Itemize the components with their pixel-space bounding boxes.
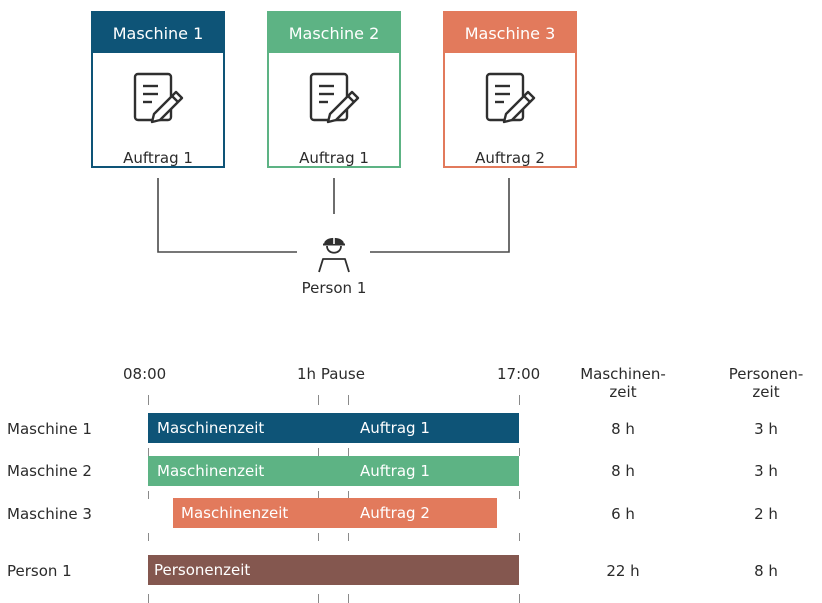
machine-time-header-line-2: zeit	[609, 383, 637, 401]
machine-card-1: Maschine 1 Auftrag 1	[91, 11, 225, 168]
tick-line-start	[148, 594, 149, 603]
tick-line-end	[519, 594, 520, 603]
worker-hardhat-icon	[318, 236, 350, 273]
tick-line-pause-end	[348, 594, 349, 603]
tick-line-pause-start	[318, 491, 319, 499]
row-label-maschine-1: Maschine 1	[7, 420, 92, 438]
machine-card-title: Maschine 1	[93, 13, 223, 53]
person-time-column-header: Personen- zeit	[716, 365, 816, 401]
person-time-header-line-1: Personen-	[728, 365, 804, 383]
order-label: Auftrag 2	[475, 149, 545, 167]
person-time-header-line-2: zeit	[752, 383, 780, 401]
machine-time-bar-3: Maschinenzeit Auftrag 2	[173, 498, 497, 528]
bar-order-label: Auftrag 2	[360, 504, 430, 522]
tick-line-end	[519, 448, 520, 456]
pause-label: 1h Pause	[297, 365, 365, 383]
tick-line-start	[148, 395, 149, 405]
machine-time-value-3: 6 h	[611, 505, 635, 523]
tick-line-end	[519, 533, 520, 541]
machine-time-value-4: 22 h	[606, 562, 640, 580]
document-edit-icon	[485, 72, 536, 124]
document-edit-icon	[309, 72, 360, 124]
tick-line-pause-end	[348, 448, 349, 456]
document-edit-icon	[133, 72, 184, 124]
bar-label: Maschinenzeit	[157, 419, 265, 437]
row-label-maschine-2: Maschine 2	[7, 462, 92, 480]
machine-card-title: Maschine 2	[269, 13, 399, 53]
tick-line-start	[148, 448, 149, 456]
machine-time-bar-1: Maschinenzeit Auftrag 1	[148, 413, 519, 443]
person-time-value-1: 3 h	[754, 420, 778, 438]
person-label: Person 1	[301, 279, 367, 297]
connector-line-3	[370, 178, 510, 253]
connector-lines	[157, 178, 510, 253]
start-time-label: 08:00	[123, 365, 167, 383]
bar-order-label: Auftrag 1	[360, 462, 430, 480]
person-time-value-3: 2 h	[754, 505, 778, 523]
person-time-value-4: 8 h	[754, 562, 778, 580]
tick-line-pause-start	[318, 395, 319, 405]
machine-time-value-2: 8 h	[611, 462, 635, 480]
bar-label: Maschinenzeit	[157, 462, 265, 480]
bar-label: Maschinenzeit	[181, 504, 289, 522]
bar-order-label: Auftrag 1	[360, 419, 430, 437]
order-label: Auftrag 1	[123, 149, 193, 167]
machine-time-header-line-1: Maschinen-	[580, 365, 666, 383]
machine-time-bar-2: Maschinenzeit Auftrag 1	[148, 456, 519, 486]
tick-line-pause-end	[348, 491, 349, 499]
row-label-maschine-3: Maschine 3	[7, 505, 92, 523]
tick-line-start	[148, 491, 149, 499]
bar-label: Personenzeit	[154, 561, 251, 579]
machine-time-column-header: Maschinen- zeit	[573, 365, 673, 401]
machine-card-3: Maschine 3 Auftrag 2	[443, 11, 577, 168]
machine-card-2: Maschine 2 Auftrag 1	[267, 11, 401, 168]
tick-line-pause-end	[348, 395, 349, 405]
machine-card-title: Maschine 3	[445, 13, 575, 53]
order-label: Auftrag 1	[299, 149, 369, 167]
tick-line-start	[148, 533, 149, 541]
person-time-bar: Personenzeit	[148, 555, 519, 585]
machine-time-value-1: 8 h	[611, 420, 635, 438]
tick-line-end	[519, 491, 520, 499]
person-time-value-2: 3 h	[754, 462, 778, 480]
tick-line-end	[519, 395, 520, 405]
tick-line-pause-start	[318, 594, 319, 603]
connector-line-1	[157, 178, 297, 253]
tick-line-pause-start	[318, 448, 319, 456]
tick-line-pause-end	[348, 533, 349, 541]
tick-line-pause-start	[318, 533, 319, 541]
end-time-label: 17:00	[497, 365, 541, 383]
row-label-person-1: Person 1	[7, 562, 72, 580]
